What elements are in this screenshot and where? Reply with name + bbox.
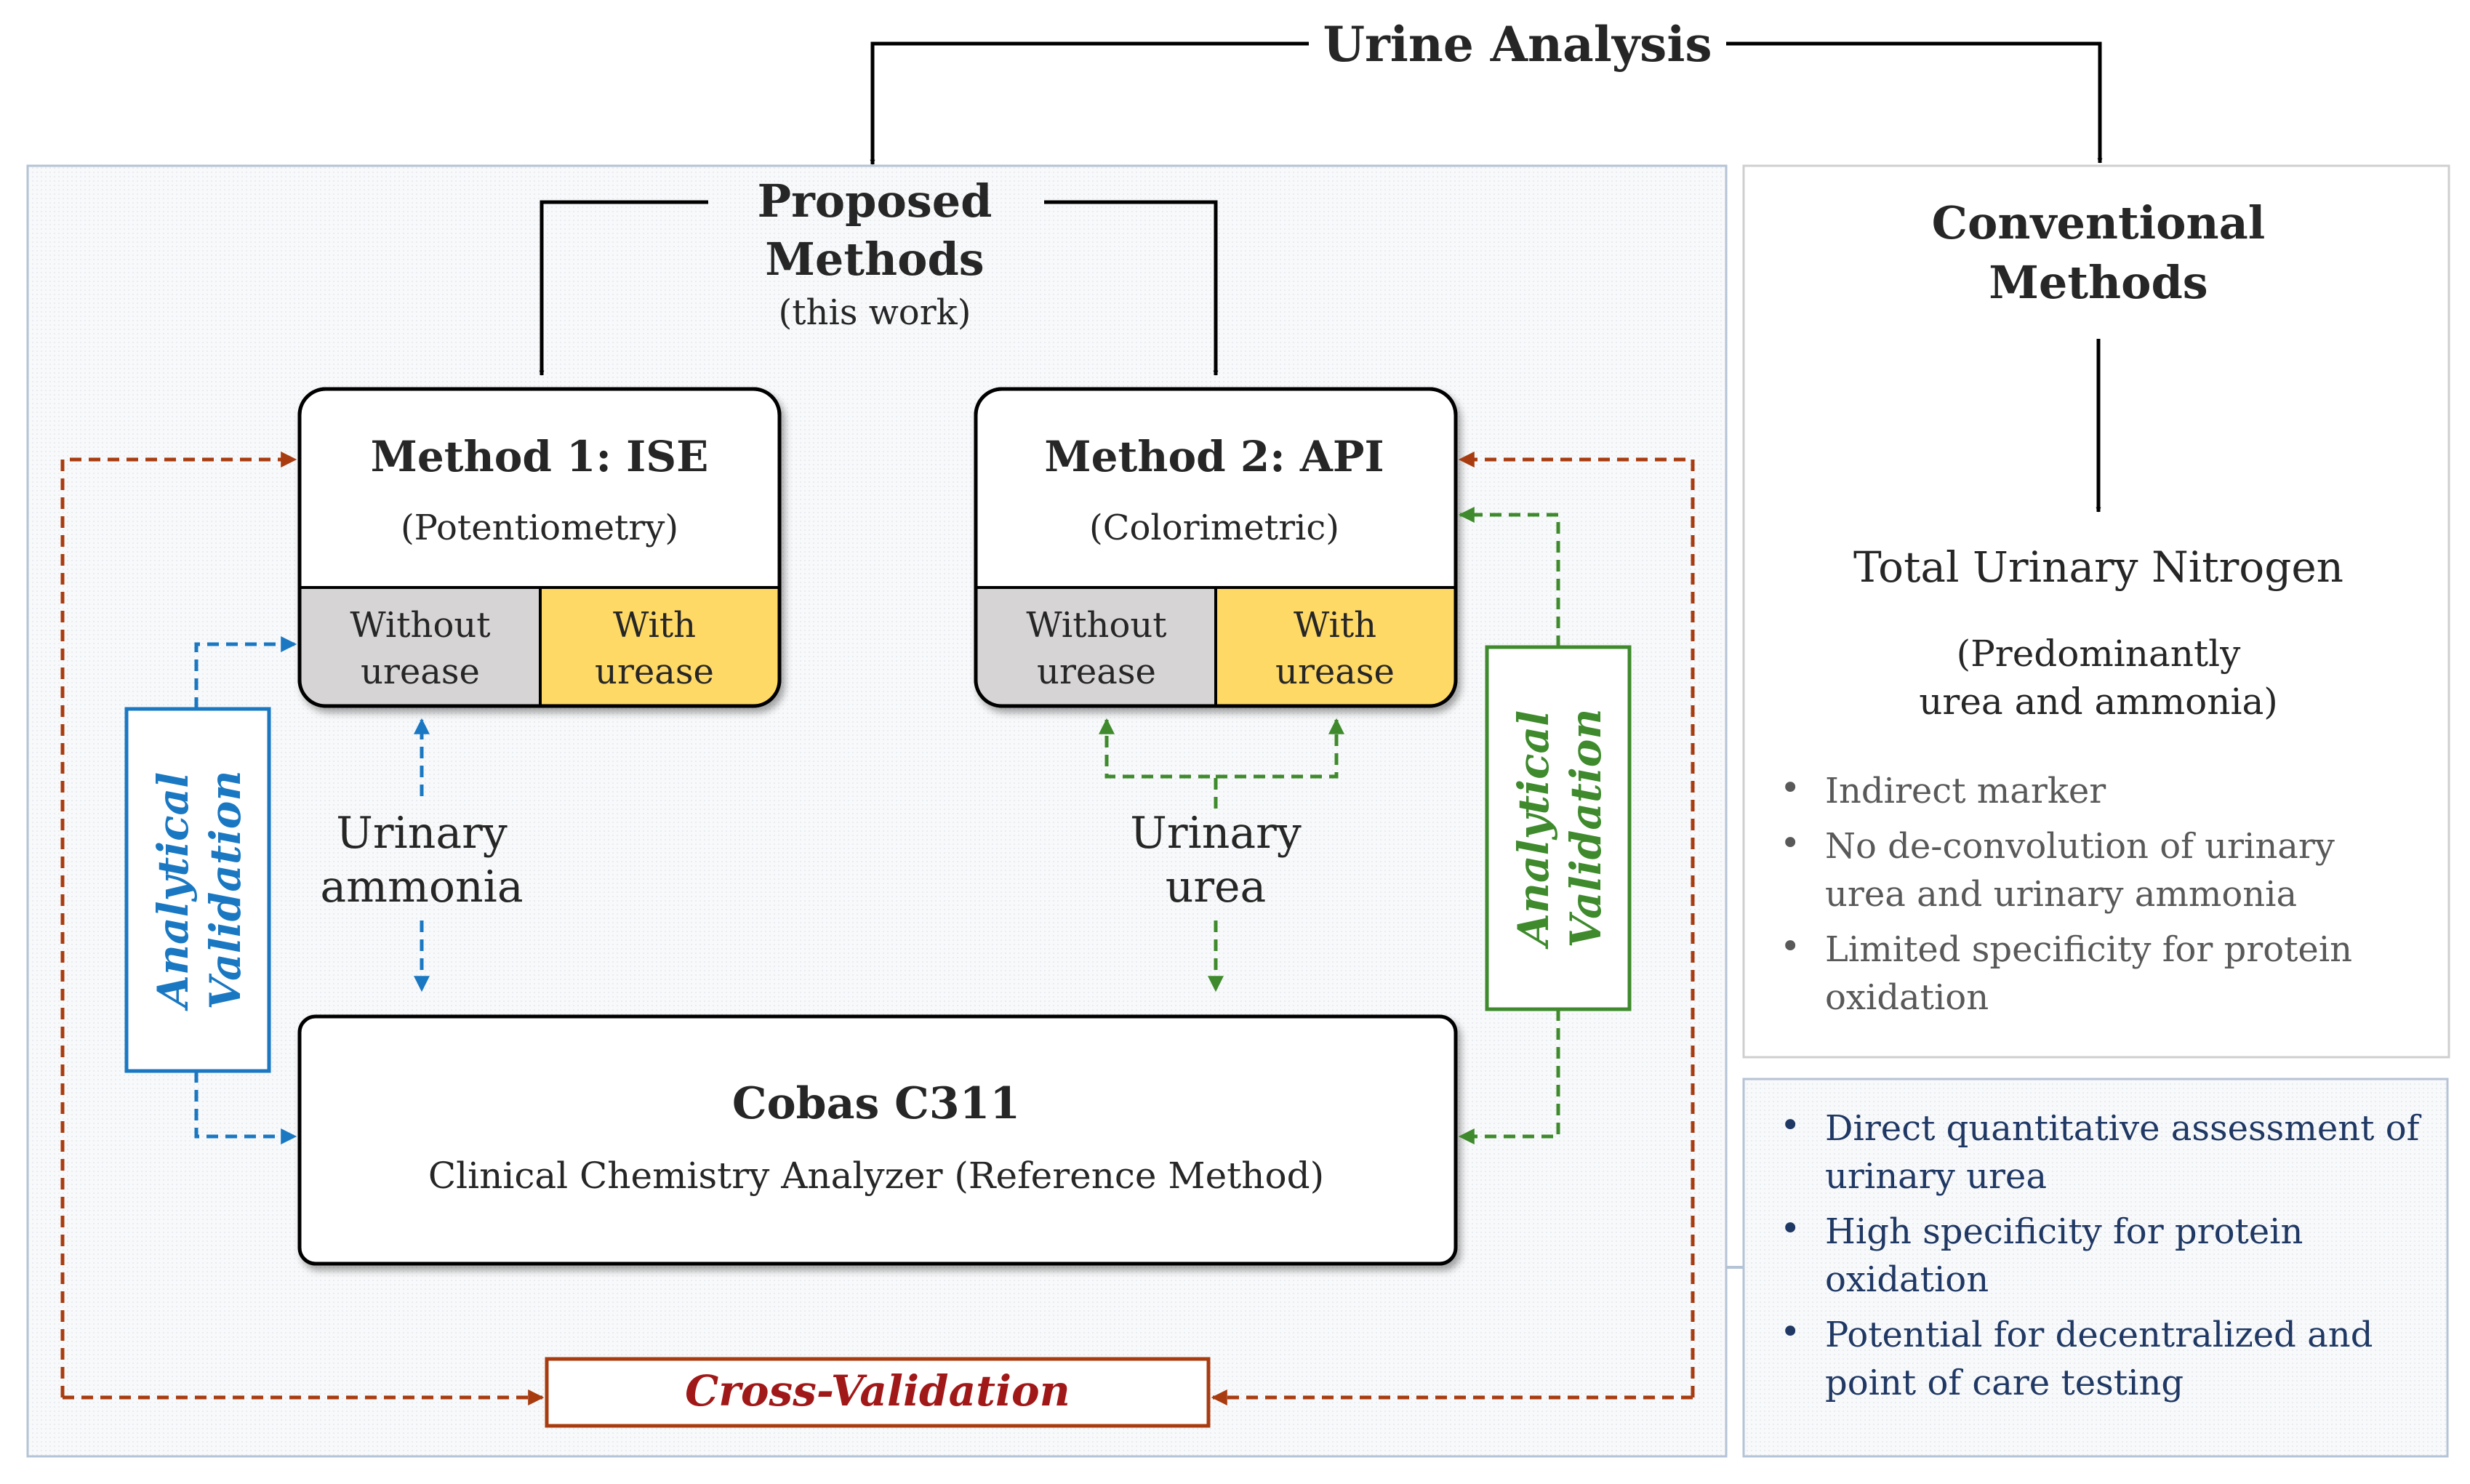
conventional-bullet-2-line1: No de-convolution of urinary — [1825, 826, 2335, 867]
validation-left-line2: Validation — [201, 770, 250, 1009]
method2-without-cell — [976, 587, 1216, 706]
method2-with-cell — [1216, 587, 1456, 706]
method1-with-line1: With — [613, 605, 696, 646]
method2-border — [974, 387, 1458, 708]
proposed-label-line2: Methods — [765, 233, 984, 286]
urea-arrow-up — [1099, 718, 1218, 809]
validation-right-line2: Validation — [1561, 708, 1611, 947]
method1-with-line2: urease — [595, 651, 714, 692]
conventional-bullets: • Indirect marker • No de-convolution of… — [1780, 768, 2352, 1018]
method1-with-cell — [540, 587, 779, 706]
arrow-to-method1 — [539, 200, 708, 376]
method2-with-line2: urease — [1275, 651, 1395, 692]
validation-left-to-cobas — [194, 1071, 297, 1144]
method1-border — [297, 387, 782, 708]
method1-without-line1: Without — [350, 605, 490, 646]
proposed-note: (this work) — [779, 292, 971, 333]
advantage-bullet-2-line1: High specificity for protein — [1825, 1211, 2303, 1252]
conventional-label-line1: Conventional — [1932, 196, 2266, 249]
method2-without-line1: Without — [1026, 605, 1166, 646]
conventional-bullet-3-line1: Limited specificity for protein — [1825, 929, 2352, 970]
validation-right-line1: Analytical — [1509, 710, 1558, 950]
conventional-bullet-2-line2: urea and urinary ammonia — [1825, 874, 2297, 915]
arrow-to-proposed — [870, 41, 1309, 165]
total-nitrogen-note1: (Predominantly — [1957, 633, 2241, 675]
method1-without-line2: urease — [361, 651, 480, 692]
urea-arrow-up-right — [1216, 718, 1344, 779]
advantage-bullet-1-line2: urinary urea — [1825, 1156, 2047, 1197]
urine-analysis-title: Urine Analysis — [1323, 16, 1712, 73]
cross-validation-label: Cross-Validation — [685, 1366, 1070, 1416]
method2-subtitle: (Colorimetric) — [1089, 508, 1339, 548]
conventional-bullet-1-line1: Indirect marker — [1825, 771, 2106, 811]
method1-subtitle: (Potentiometry) — [401, 508, 678, 548]
method2-without-line2: urease — [1037, 651, 1156, 692]
conventional-panel — [1742, 164, 2450, 1059]
method2-with-line1: With — [1294, 605, 1376, 646]
cobas-box — [297, 1014, 1458, 1266]
cross-validation-box — [545, 1357, 1211, 1428]
bullet-marker: • — [1780, 1208, 1800, 1249]
validation-right-box — [1485, 645, 1632, 1011]
bullet-marker: • — [1780, 1105, 1800, 1146]
validation-left-box — [124, 707, 271, 1073]
total-nitrogen-label: Total Urinary Nitrogen — [1853, 542, 2343, 592]
cobas-subtitle: Clinical Chemistry Analyzer (Reference M… — [428, 1155, 1324, 1197]
arrow-to-conventional — [1726, 41, 2103, 164]
advantage-bullet-1-line1: Direct quantitative assessment of — [1825, 1108, 2422, 1149]
advantage-bullet-3-line1: Potential for decentralized and — [1825, 1315, 2373, 1355]
arrow-to-method2 — [1044, 200, 1219, 376]
proposed-label-line1: Proposed — [757, 175, 992, 228]
bullet-marker: • — [1780, 823, 1800, 864]
validation-left-to-method1 — [194, 636, 297, 709]
advantage-bullet-3-line2: point of care testing — [1825, 1363, 2184, 1403]
cross-validation-to-method2 — [1458, 452, 1695, 1397]
total-nitrogen-note2: urea and ammonia) — [1919, 681, 2278, 723]
analyte2-line1: Urinary — [1130, 808, 1302, 859]
method2-title: Method 2: API — [1044, 432, 1384, 481]
cross-validation-to-method1 — [60, 452, 297, 1397]
conventional-label-line2: Methods — [1989, 256, 2208, 309]
validation-left-line1: Analytical — [148, 772, 198, 1011]
conventional-bullet-3-line2: oxidation — [1825, 977, 1989, 1018]
bullet-marker: • — [1780, 768, 1800, 809]
validation-right-to-cobas — [1458, 1009, 1560, 1144]
method1-title: Method 1: ISE — [371, 432, 709, 481]
analyte1-line1: Urinary — [336, 808, 508, 859]
bullet-marker: • — [1780, 926, 1800, 967]
cobas-title: Cobas C311 — [732, 1078, 1020, 1129]
advantage-bullet-2-line2: oxidation — [1825, 1259, 1989, 1300]
advantages-panel — [1742, 1078, 2449, 1458]
advantages-bullets: • Direct quantitative assessment of urin… — [1780, 1105, 2422, 1403]
method1-without-cell — [300, 587, 540, 706]
analyte1-line2: ammonia — [320, 862, 523, 913]
analyte2-line2: urea — [1166, 862, 1267, 913]
bullet-marker: • — [1780, 1312, 1800, 1352]
validation-right-to-method2 — [1458, 507, 1560, 647]
